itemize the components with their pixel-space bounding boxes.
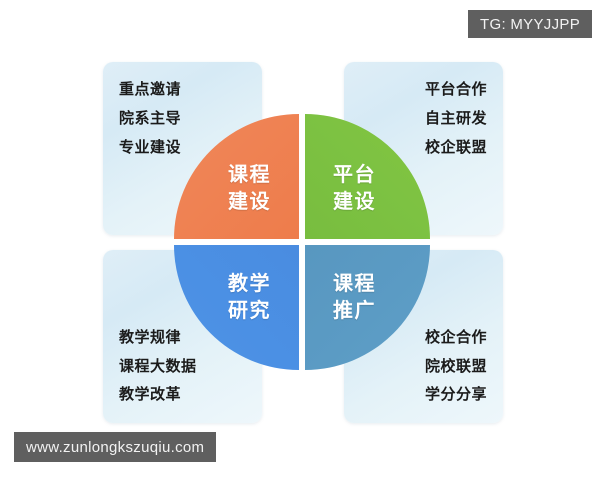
info-card-item: 专业建设 (119, 137, 182, 156)
quadrant-label-line1: 课程 (333, 270, 376, 295)
info-card-item: 校企联盟 (424, 137, 487, 156)
info-card-item: 平台合作 (424, 80, 487, 98)
quadrant-circle: 课程 建设 平台 建设 教学 研究 课程 推广 (174, 114, 430, 370)
info-card-top-right-list: 平台合作 自主研发 校企联盟 (424, 80, 487, 156)
quadrant-label-line1: 教学 (228, 270, 271, 295)
watermark-badge-top-right: TG: MYYJJPP (468, 10, 592, 38)
info-card-top-left-list: 重点邀请 院系主导 专业建设 (119, 80, 182, 156)
info-card-item: 教学改革 (119, 385, 182, 404)
info-card-item: 课程大数据 (119, 356, 197, 375)
info-card-item: 院校联盟 (424, 356, 487, 375)
quadrant-label-line2: 建设 (228, 188, 271, 213)
info-card-item: 院系主导 (119, 108, 182, 127)
info-card-item: 自主研发 (424, 108, 487, 127)
quadrant-bottom-left-teaching-research[interactable]: 教学 研究 (174, 245, 299, 370)
info-card-item: 教学规律 (119, 327, 182, 346)
quadrant-label: 平台 建设 (333, 161, 376, 215)
info-card-bottom-left-list: 教学规律 课程大数据 教学改革 (119, 327, 197, 404)
quadrant-bottom-right-course-promotion[interactable]: 课程 推广 (305, 245, 430, 370)
info-card-item: 学分分享 (424, 385, 487, 404)
watermark-badge-bottom-left: www.zunlongkszuqiu.com (14, 432, 217, 462)
info-card-item: 校企合作 (424, 327, 487, 346)
quadrant-label-line1: 课程 (228, 161, 271, 186)
quadrant-label-line2: 建设 (333, 188, 376, 213)
quadrant-label: 教学 研究 (228, 270, 271, 324)
info-card-item: 重点邀请 (119, 80, 182, 98)
quadrant-label: 课程 建设 (228, 161, 271, 215)
quadrant-label: 课程 推广 (333, 270, 376, 324)
quadrant-top-left-course-construction[interactable]: 课程 建设 (174, 114, 299, 239)
info-card-bottom-right-list: 校企合作 院校联盟 学分分享 (424, 327, 487, 404)
quadrant-top-right-platform-construction[interactable]: 平台 建设 (305, 114, 430, 239)
quadrant-label-line2: 研究 (228, 297, 271, 322)
quadrant-label-line2: 推广 (333, 297, 376, 322)
quadrant-label-line1: 平台 (333, 161, 376, 186)
